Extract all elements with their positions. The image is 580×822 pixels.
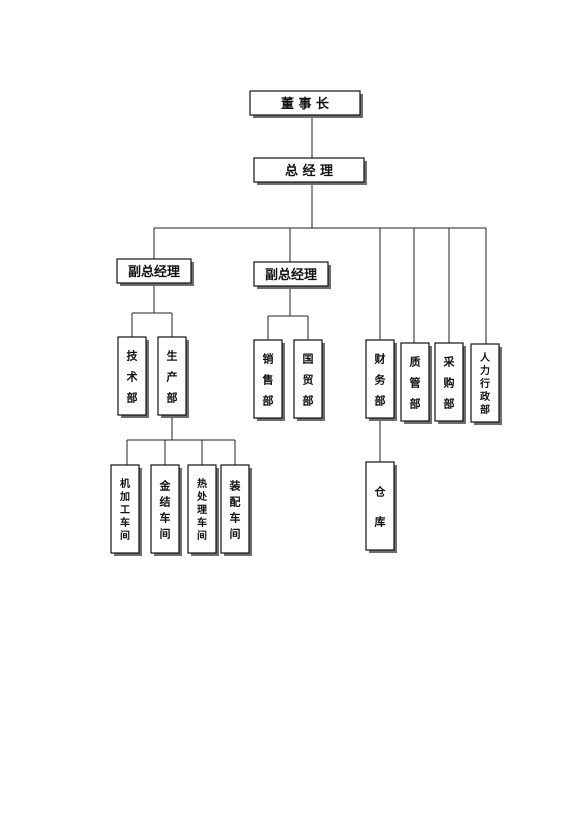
org-node-trade: 国贸部	[293, 339, 325, 421]
node-label: 生产部	[167, 349, 178, 405]
node-box	[293, 339, 323, 419]
org-node-heat: 热处理车间	[187, 464, 219, 556]
node-box	[253, 261, 329, 287]
connector-lines	[126, 115, 487, 465]
node-label: 热处理车间	[196, 477, 208, 542]
node-label: 财务部	[374, 352, 387, 408]
org-node-metal: 金结车间	[150, 464, 182, 556]
node-box	[150, 464, 180, 554]
node-label: 机加工车间	[119, 477, 130, 542]
node-label: 仓库	[374, 485, 387, 529]
org-node-vp2: 副总经理	[253, 261, 331, 289]
org-node-chairman: 董 事 长	[249, 90, 363, 118]
org-node-machining: 机加工车间	[110, 464, 142, 556]
node-box	[187, 464, 217, 554]
node-box	[220, 464, 250, 554]
node-label: 销售部	[262, 352, 274, 408]
org-node-finance: 财务部	[365, 339, 397, 421]
node-label: 装配车间	[229, 479, 241, 541]
node-box	[116, 258, 192, 284]
org-node-vp1: 副总经理	[116, 258, 194, 286]
node-label: 董 事 长	[281, 96, 330, 112]
node-label: 金结车间	[159, 479, 172, 541]
node-box	[253, 157, 365, 183]
node-box	[365, 461, 395, 551]
node-box	[249, 90, 361, 116]
org-node-hr: 人力行政部	[470, 343, 502, 425]
org-node-tech: 技术部	[117, 336, 149, 418]
node-label: 技术部	[126, 349, 139, 405]
node-label: 人力行政部	[479, 351, 491, 416]
node-box	[157, 336, 187, 416]
node-label: 总 经 理	[285, 163, 333, 179]
org-node-sales: 销售部	[253, 339, 285, 421]
node-box	[253, 339, 283, 419]
node-label: 质管部	[410, 355, 421, 411]
node-box	[110, 464, 140, 554]
node-label: 采购部	[443, 355, 456, 411]
org-node-prod: 生产部	[157, 336, 189, 418]
node-label: 副总经理	[128, 264, 180, 280]
node-box	[400, 342, 430, 422]
org-node-gm: 总 经 理	[253, 157, 367, 185]
org-node-warehouse: 仓库	[365, 461, 397, 553]
node-box	[117, 336, 147, 416]
org-node-purchase: 采购部	[434, 342, 466, 424]
org-node-assembly: 装配车间	[220, 464, 252, 556]
node-box	[365, 339, 395, 419]
node-label: 国贸部	[303, 353, 314, 408]
node-box	[470, 343, 500, 423]
node-label: 副总经理	[265, 267, 317, 283]
node-box	[434, 342, 464, 422]
org-node-qc: 质管部	[400, 342, 432, 424]
